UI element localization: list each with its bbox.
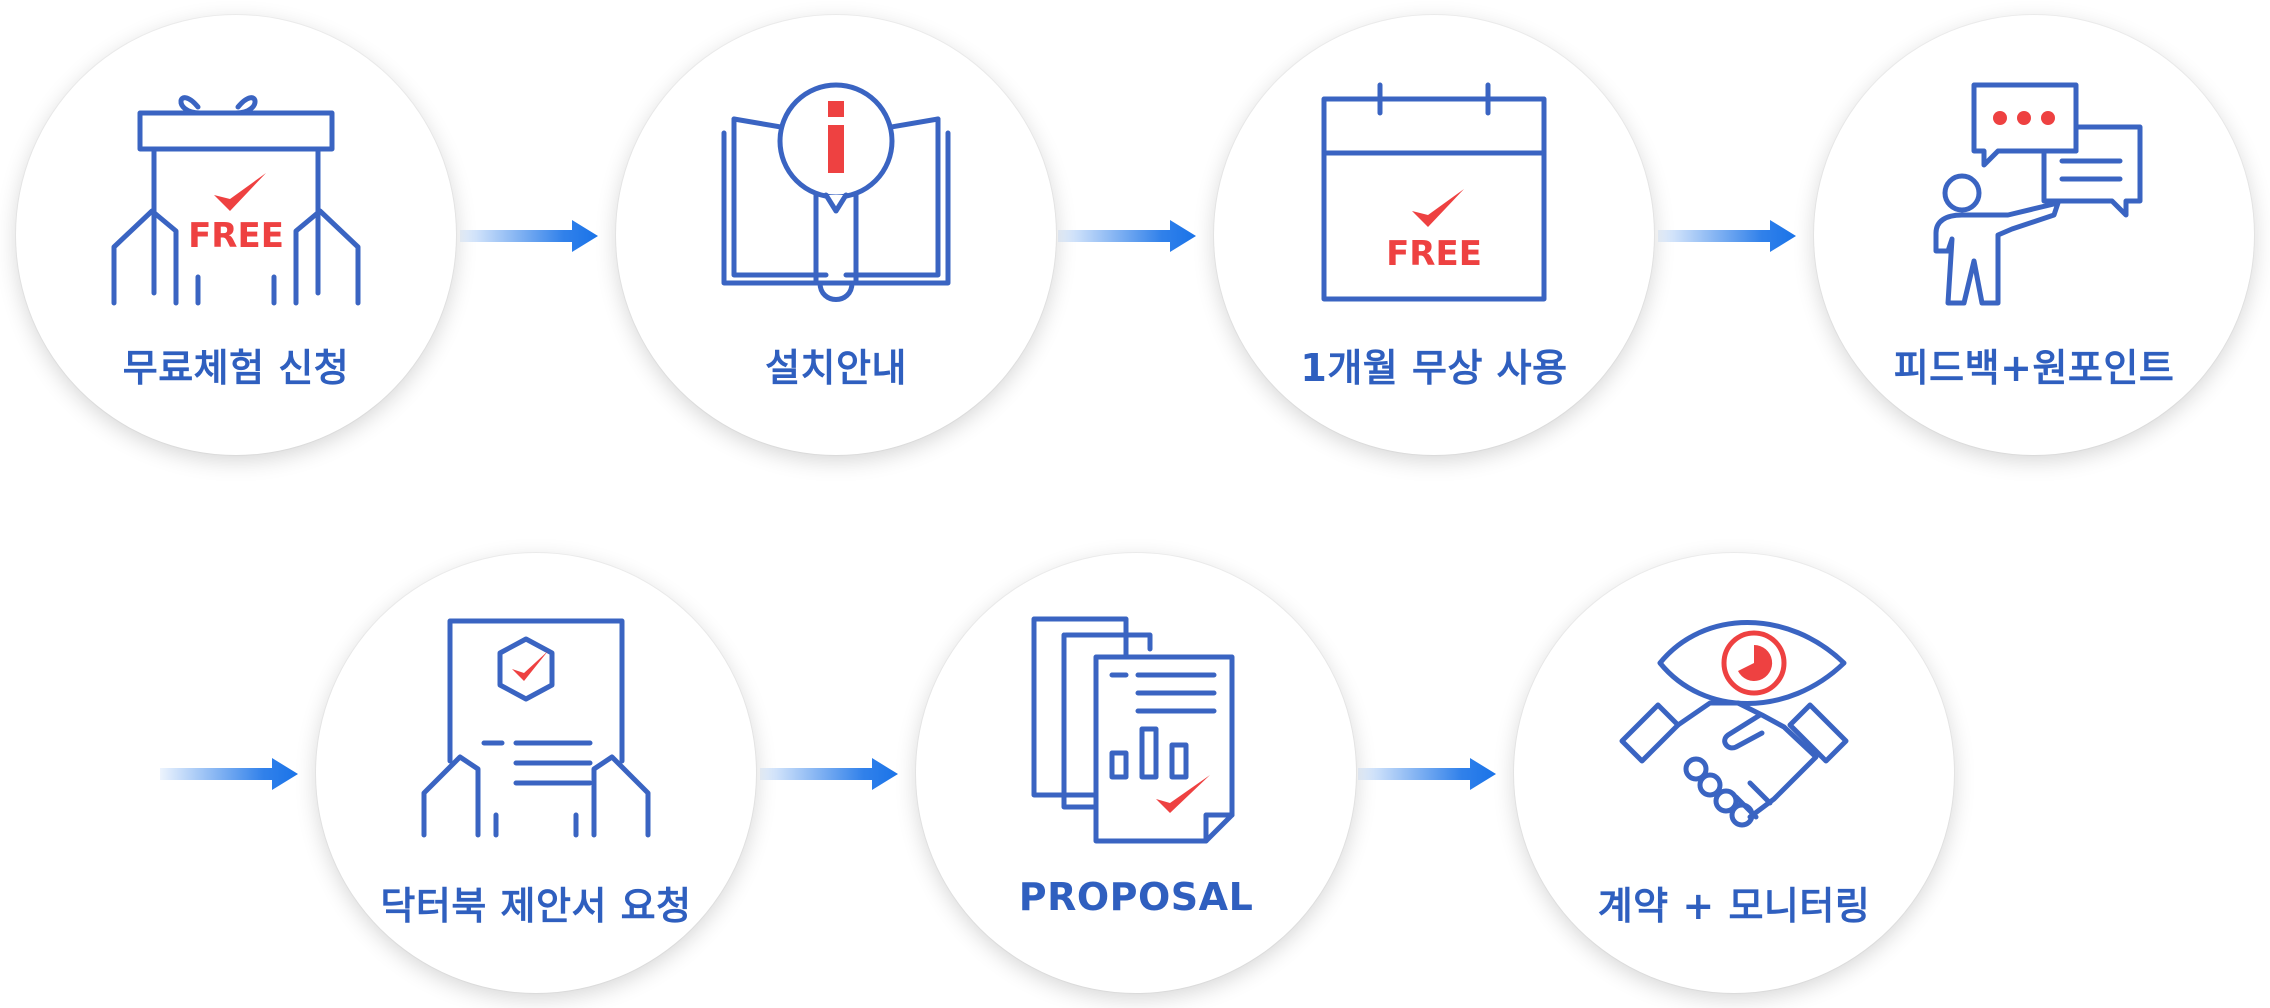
- arrow-right-icon: [760, 744, 900, 804]
- step-label: 닥터북 제안서 요청: [380, 884, 692, 928]
- arrow-right-icon: [1658, 206, 1798, 266]
- document-request-icon: [421, 618, 651, 838]
- step-label: PROPOSAL: [1018, 875, 1254, 919]
- arrow-right-icon: [160, 744, 300, 804]
- presenter-chat-icon: [1933, 82, 2143, 306]
- step-proposal-request: 닥터북 제안서 요청: [316, 553, 756, 993]
- step-label: 피드백+원포인트: [1893, 346, 2175, 390]
- proposal-documents-icon: [1031, 616, 1235, 844]
- arrow-right-icon: [1058, 206, 1198, 266]
- step-contract-monitoring: 계약 + 모니터링: [1514, 553, 1954, 993]
- step-one-month-free: FREE 1개월 무상 사용: [1214, 15, 1654, 455]
- svg-text:FREE: FREE: [188, 216, 284, 256]
- step-feedback: 피드백+원포인트: [1814, 15, 2254, 455]
- step-proposal: PROPOSAL: [916, 553, 1356, 993]
- step-free-trial: FREE 무료체험 신청: [16, 15, 456, 455]
- gift-free-icon: FREE: [111, 95, 361, 306]
- arrow-right-icon: [1358, 744, 1498, 804]
- step-label: 무료체험 신청: [122, 346, 350, 390]
- step-label: 계약 + 모니터링: [1597, 884, 1871, 928]
- step-label: 설치안내: [765, 346, 907, 390]
- book-info-icon: [721, 82, 951, 302]
- handshake-eye-icon: [1619, 620, 1849, 828]
- calendar-free-icon: FREE: [1321, 82, 1547, 302]
- step-label: 1개월 무상 사용: [1300, 346, 1568, 390]
- svg-text:FREE: FREE: [1386, 234, 1482, 274]
- step-install-guide: 설치안내: [616, 15, 1056, 455]
- arrow-right-icon: [460, 206, 600, 266]
